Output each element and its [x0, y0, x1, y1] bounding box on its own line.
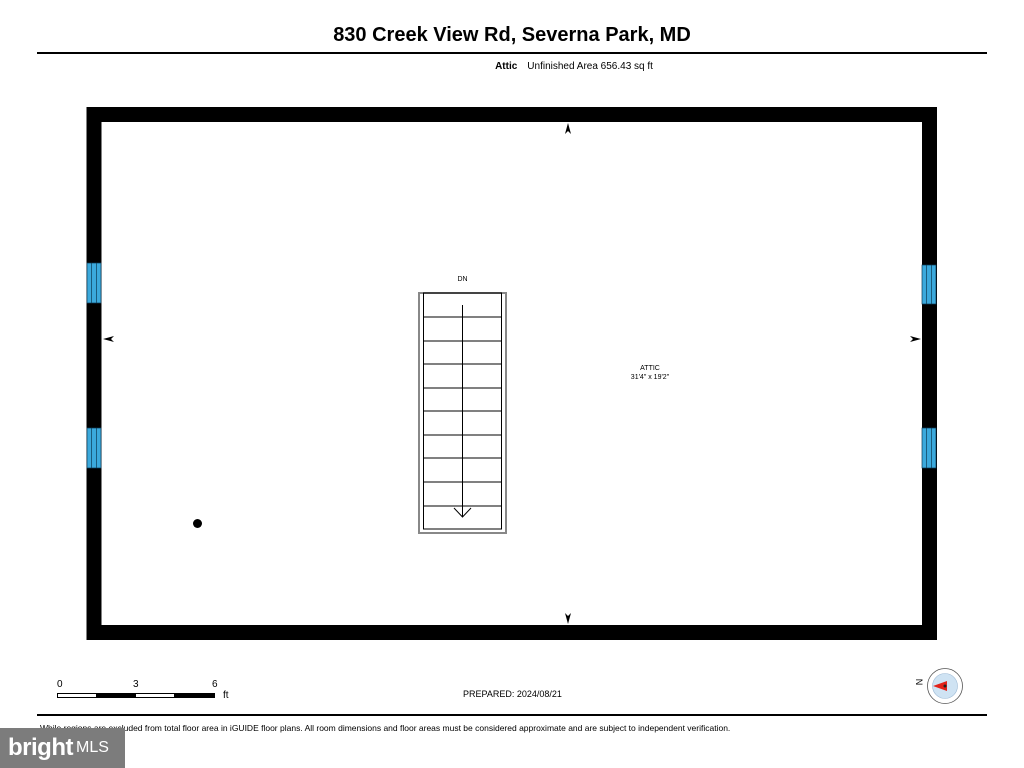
window-right-upper [921, 264, 937, 305]
compass-north-label: N [914, 678, 925, 686]
area-summary: Attic Unfinished Area 656.43 sq ft [0, 61, 1024, 72]
disclaimer-text: While regions are excluded from total fl… [40, 723, 731, 733]
brand-name: bright [8, 734, 73, 761]
prepared-date: PREPARED: 2024/08/21 [463, 689, 562, 699]
stairs-label: DN [457, 276, 467, 283]
stair-arrow-down-icon [453, 507, 472, 518]
arrow-down-icon [565, 613, 571, 624]
arrow-right-icon [910, 336, 921, 342]
room-name: ATTIC [640, 365, 660, 372]
arrow-up-icon [565, 123, 571, 134]
staircase: DN [418, 276, 507, 534]
brand-suffix: MLS [75, 739, 109, 756]
scale-tick-3: 3 [133, 679, 139, 690]
room-dimensions: 31'4" x 19'2" [631, 374, 670, 381]
window-right-lower [921, 427, 937, 469]
dimension-arrows [103, 123, 921, 624]
brand-logo: bright MLS [0, 728, 125, 768]
page-title: 830 Creek View Rd, Severna Park, MD [333, 24, 691, 46]
footer-divider [37, 714, 987, 716]
window-left-upper [86, 262, 102, 304]
scale-bar-graphic [57, 693, 215, 698]
windows [86, 262, 937, 469]
location-dot [193, 519, 202, 528]
arrow-left-icon [103, 336, 114, 342]
scale-tick-6: 6 [212, 679, 218, 690]
header-divider [37, 52, 987, 54]
window-left-lower [86, 427, 102, 469]
exterior-walls [86, 107, 937, 640]
scale-bar: 0 3 6 ft [57, 679, 257, 709]
area-text: Unfinished Area 656.43 sq ft [527, 61, 653, 72]
scale-unit: ft [223, 690, 229, 701]
level-name: Attic [495, 61, 518, 72]
compass-icon [927, 668, 963, 704]
scale-tick-0: 0 [57, 679, 63, 690]
